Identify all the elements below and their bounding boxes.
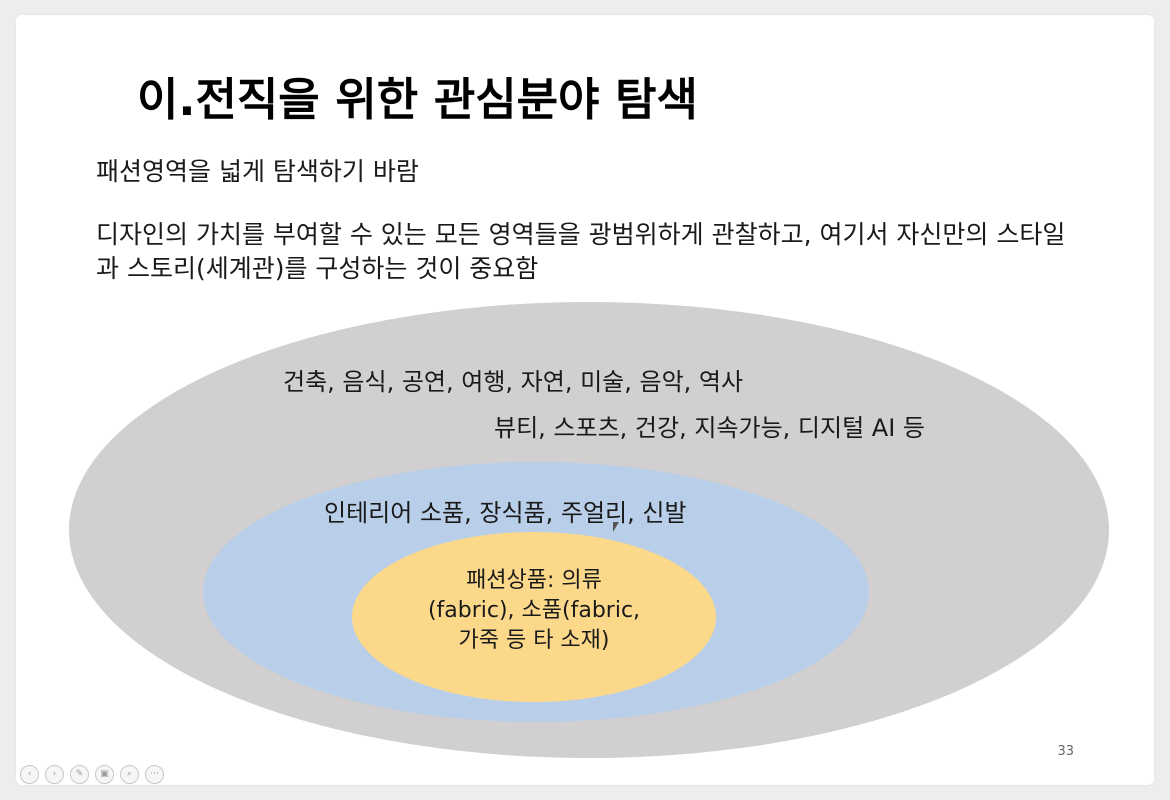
inner-label-line-1: 패션상품: 의류: [466, 568, 602, 593]
inner-label-line-3: 가죽 등 타 소재): [458, 628, 610, 653]
next-icon[interactable]: ›: [45, 765, 64, 784]
prev-icon[interactable]: ‹: [20, 765, 39, 784]
middle-ellipse-label: 인테리어 소품, 장식품, 주얼리, 신발: [324, 499, 687, 527]
inner-label-line-2: (fabric), 소품(fabric,: [427, 598, 641, 623]
inner-ellipse-label: 패션상품: 의류 (fabric), 소품(fabric, 가죽 등 타 소재): [372, 566, 696, 656]
slide: 이.전직을 위한 관심분야 탐색 패션영역을 넓게 탐색하기 바람 디자인의 가…: [16, 15, 1154, 785]
zoom-icon[interactable]: ⌕: [120, 765, 139, 784]
presentation-toolbar: ‹ › ✎ ▣ ⌕ ⋯: [20, 765, 164, 784]
slide-subtitle: 패션영역을 넓게 탐색하기 바람: [96, 157, 419, 186]
outer-ellipse-label-1: 건축, 음식, 공연, 여행, 자연, 미술, 음악, 역사: [283, 368, 744, 396]
inner-ellipse: [352, 532, 716, 702]
more-icon[interactable]: ⋯: [145, 765, 164, 784]
pen-icon[interactable]: ✎: [70, 765, 89, 784]
slide-paragraph: 디자인의 가치를 부여할 수 있는 모든 영역들을 광범위하게 관찰하고, 여기…: [96, 220, 1066, 283]
slide-title: 이.전직을 위한 관심분야 탐색: [137, 73, 698, 126]
page-number: 33: [1057, 744, 1074, 759]
outer-ellipse-label-2: 뷰티, 스포츠, 건강, 지속가능, 디지털 AI 등: [494, 414, 925, 442]
slides-icon[interactable]: ▣: [95, 765, 114, 784]
mouse-cursor-icon: [613, 522, 619, 532]
